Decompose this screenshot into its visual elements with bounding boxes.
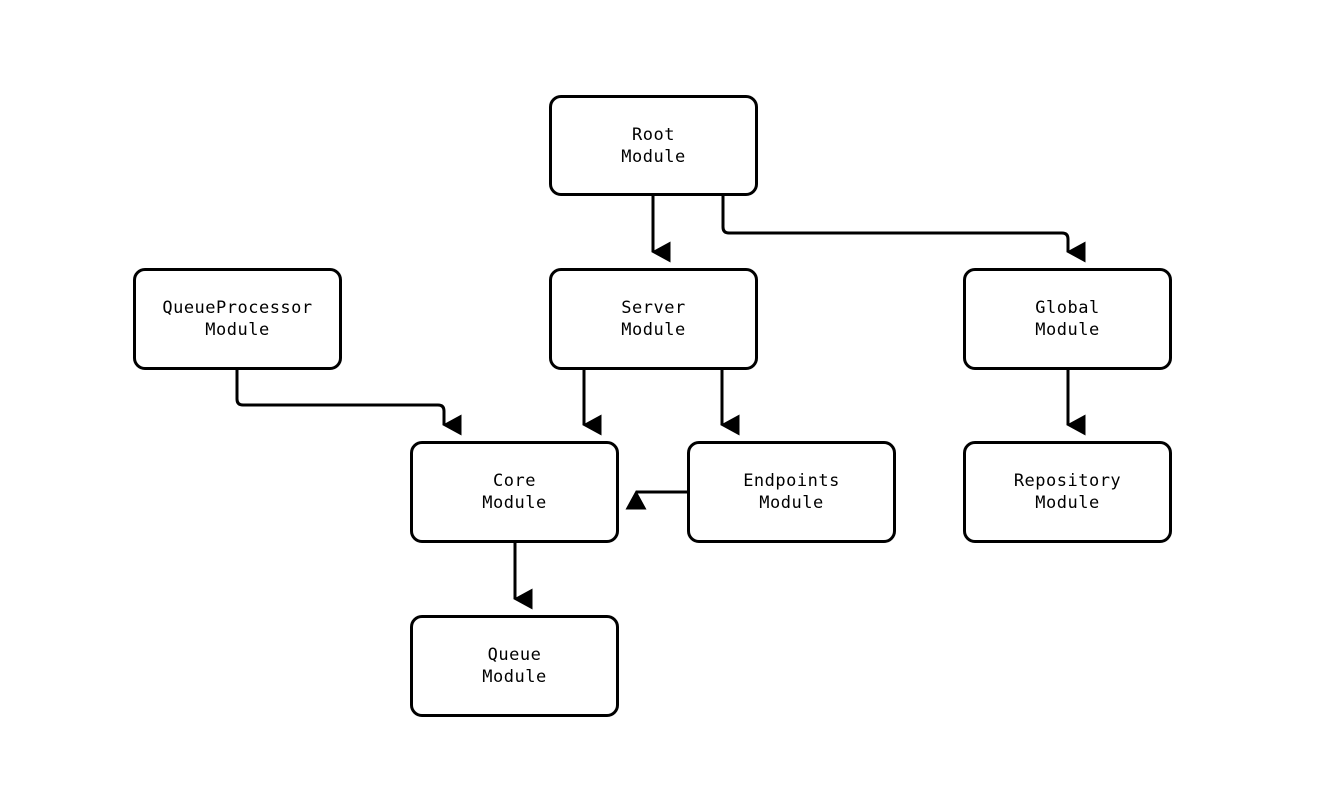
node-root-module[interactable]: Root Module (549, 95, 758, 196)
node-label-line2: Module (621, 320, 686, 340)
node-label-line2: Module (482, 493, 547, 513)
node-core-module[interactable]: Core Module (410, 441, 619, 543)
node-queue-module[interactable]: Queue Module (410, 615, 619, 717)
node-label-line2: Module (1035, 493, 1100, 513)
node-label-line1: Endpoints (743, 471, 840, 491)
node-label-line2: Module (1035, 320, 1100, 340)
node-endpoints-module[interactable]: Endpoints Module (687, 441, 896, 543)
node-server-module[interactable]: Server Module (549, 268, 758, 370)
node-label-line1: Server (621, 298, 686, 318)
node-label-line1: Root (632, 124, 675, 145)
node-label-line1: Repository (1013, 471, 1122, 491)
node-label-line2: Module (482, 667, 547, 687)
edge-root-global (721, 196, 1086, 263)
edge-queueprocessor-core (235, 370, 462, 436)
node-label-line1: Queue (487, 645, 542, 665)
node-repository-module[interactable]: Repository Module (963, 441, 1172, 543)
node-label-line2: Module (621, 146, 686, 167)
node-label-line1: Core (493, 471, 536, 491)
node-queueprocessor-module[interactable]: QueueProcessor Module (133, 268, 342, 370)
node-label-line2: Module (205, 320, 270, 340)
node-label-line1: Global (1035, 298, 1100, 318)
node-label-line1: QueueProcessor (162, 298, 313, 318)
node-label-line2: Module (759, 493, 824, 513)
node-global-module[interactable]: Global Module (963, 268, 1172, 370)
